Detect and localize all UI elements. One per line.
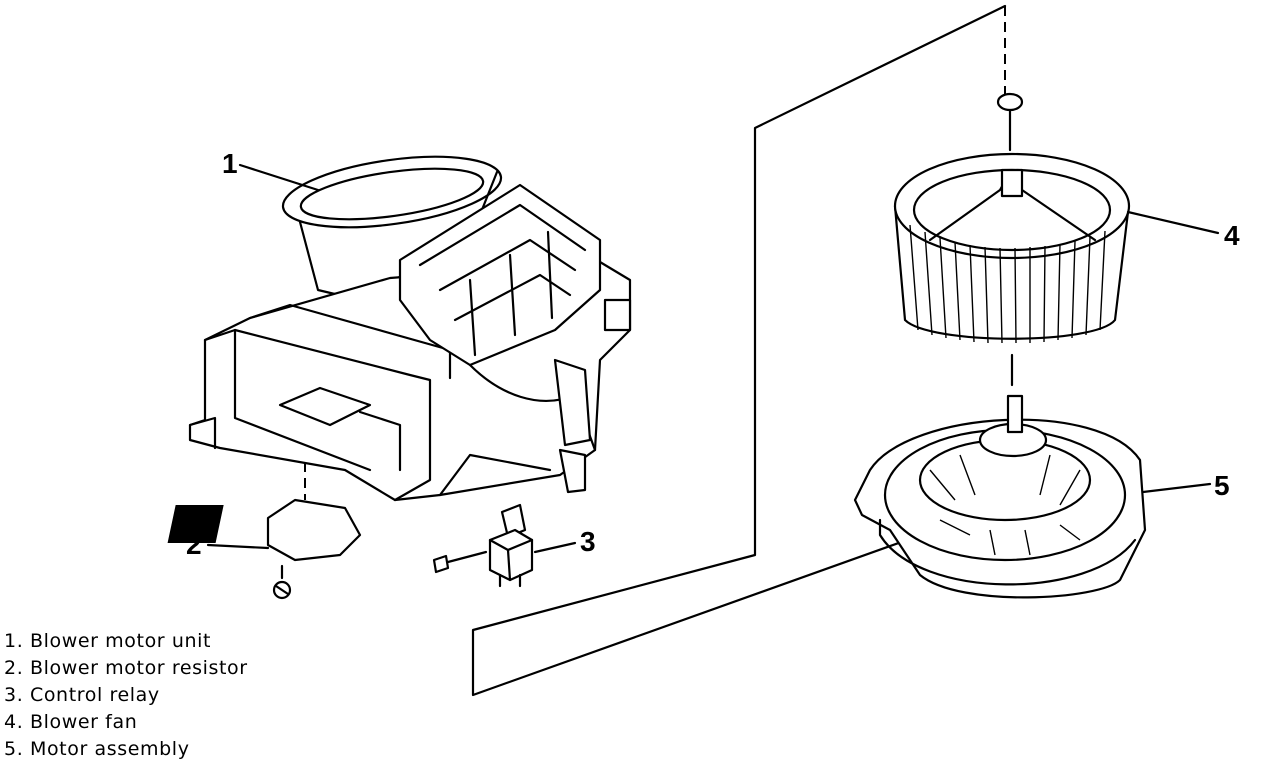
callout-leader-lines (206, 163, 1220, 554)
callout-1-label: 1 (222, 148, 238, 179)
parts-legend: 1. Blower motor unit 2. Blower motor res… (4, 628, 248, 763)
callout-4-label: 4 (1224, 220, 1240, 251)
legend-item: 5. Motor assembly (4, 738, 190, 760)
legend-item: 2. Blower motor resistor (4, 657, 248, 679)
callout-3-label: 3 (580, 526, 596, 557)
callout-2-label: 2 (186, 529, 202, 560)
blower-fan-illustration (893, 92, 1131, 387)
legend-item: 4. Blower fan (4, 711, 138, 733)
control-relay-illustration (432, 503, 534, 588)
legend-item: 3. Control relay (4, 684, 160, 706)
motor-assembly-illustration (853, 394, 1147, 599)
blower-motor-resistor-illustration (167, 498, 362, 600)
callout-5-label: 5 (1214, 470, 1230, 501)
blower-motor-unit-illustration (188, 155, 632, 502)
legend-item: 1. Blower motor unit (4, 630, 212, 652)
reference-frame-lines (471, 4, 1007, 697)
